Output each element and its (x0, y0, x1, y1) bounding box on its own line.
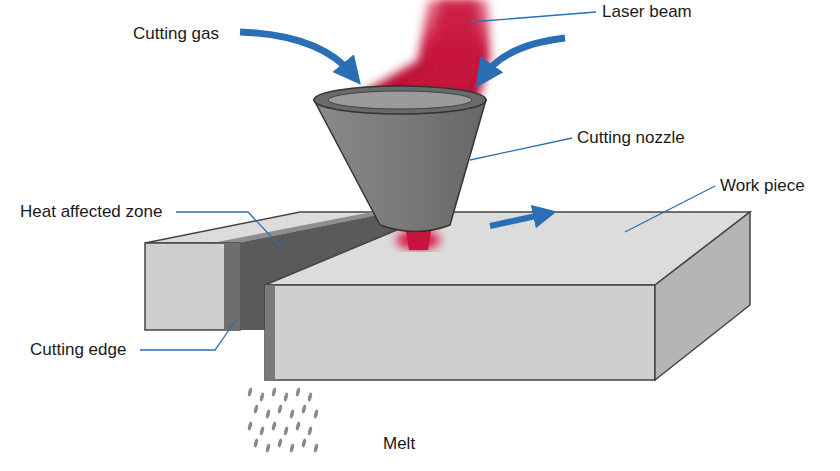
cutting-edge-face (224, 243, 240, 330)
melt-droplet (301, 438, 307, 448)
melt-droplet (307, 426, 313, 436)
melt-droplet (283, 426, 289, 436)
gas-arrow (240, 32, 352, 74)
melt-droplet (283, 392, 289, 402)
part-label: Cutting gas (133, 24, 219, 44)
melt-droplet (289, 409, 295, 419)
melt-droplet (247, 387, 253, 397)
melt-droplet (307, 392, 313, 402)
cutting-nozzle (314, 100, 486, 232)
feed-arrow (490, 214, 545, 226)
melt-droplet (295, 421, 301, 431)
melt-droplet (271, 387, 277, 397)
part-label: Cutting edge (30, 340, 126, 360)
melt-droplet (277, 438, 283, 448)
melt-droplet (259, 392, 265, 402)
nozzle-opening (328, 91, 472, 109)
leader-line (625, 186, 715, 232)
laser-beam (350, 0, 490, 100)
gas-arrow (484, 38, 565, 76)
melt-droplet (295, 387, 301, 397)
melt-droplet (301, 404, 307, 414)
melt-droplet (253, 404, 259, 414)
part-label: Laser beam (602, 2, 692, 22)
leader-line (176, 212, 282, 248)
cutting-edge-face (265, 285, 275, 380)
laser-beam-core (380, 0, 478, 100)
leader-line (470, 138, 572, 160)
melt-droplets (247, 387, 319, 453)
melt-droplet (247, 421, 253, 431)
melt-droplet (313, 409, 319, 419)
part-label: Cutting nozzle (577, 128, 685, 148)
melt-droplet (277, 404, 283, 414)
melt-droplet (265, 443, 271, 453)
leader-line (140, 320, 236, 350)
part-label: Heat affected zone (20, 202, 162, 222)
nozzle-rim (314, 86, 486, 114)
melt-droplet (313, 443, 319, 453)
part-label: Work piece (720, 176, 805, 196)
leader-line (470, 12, 596, 22)
right-part-front (265, 285, 655, 380)
melt-droplet (271, 421, 277, 431)
right-part-side (655, 212, 750, 380)
part-label: Melt (383, 434, 415, 454)
leader-lines (140, 12, 715, 350)
melt-droplet (265, 409, 271, 419)
melt-droplet (289, 443, 295, 453)
left-part-front (145, 243, 240, 330)
melt-droplet (259, 426, 265, 436)
melt-droplet (253, 438, 259, 448)
